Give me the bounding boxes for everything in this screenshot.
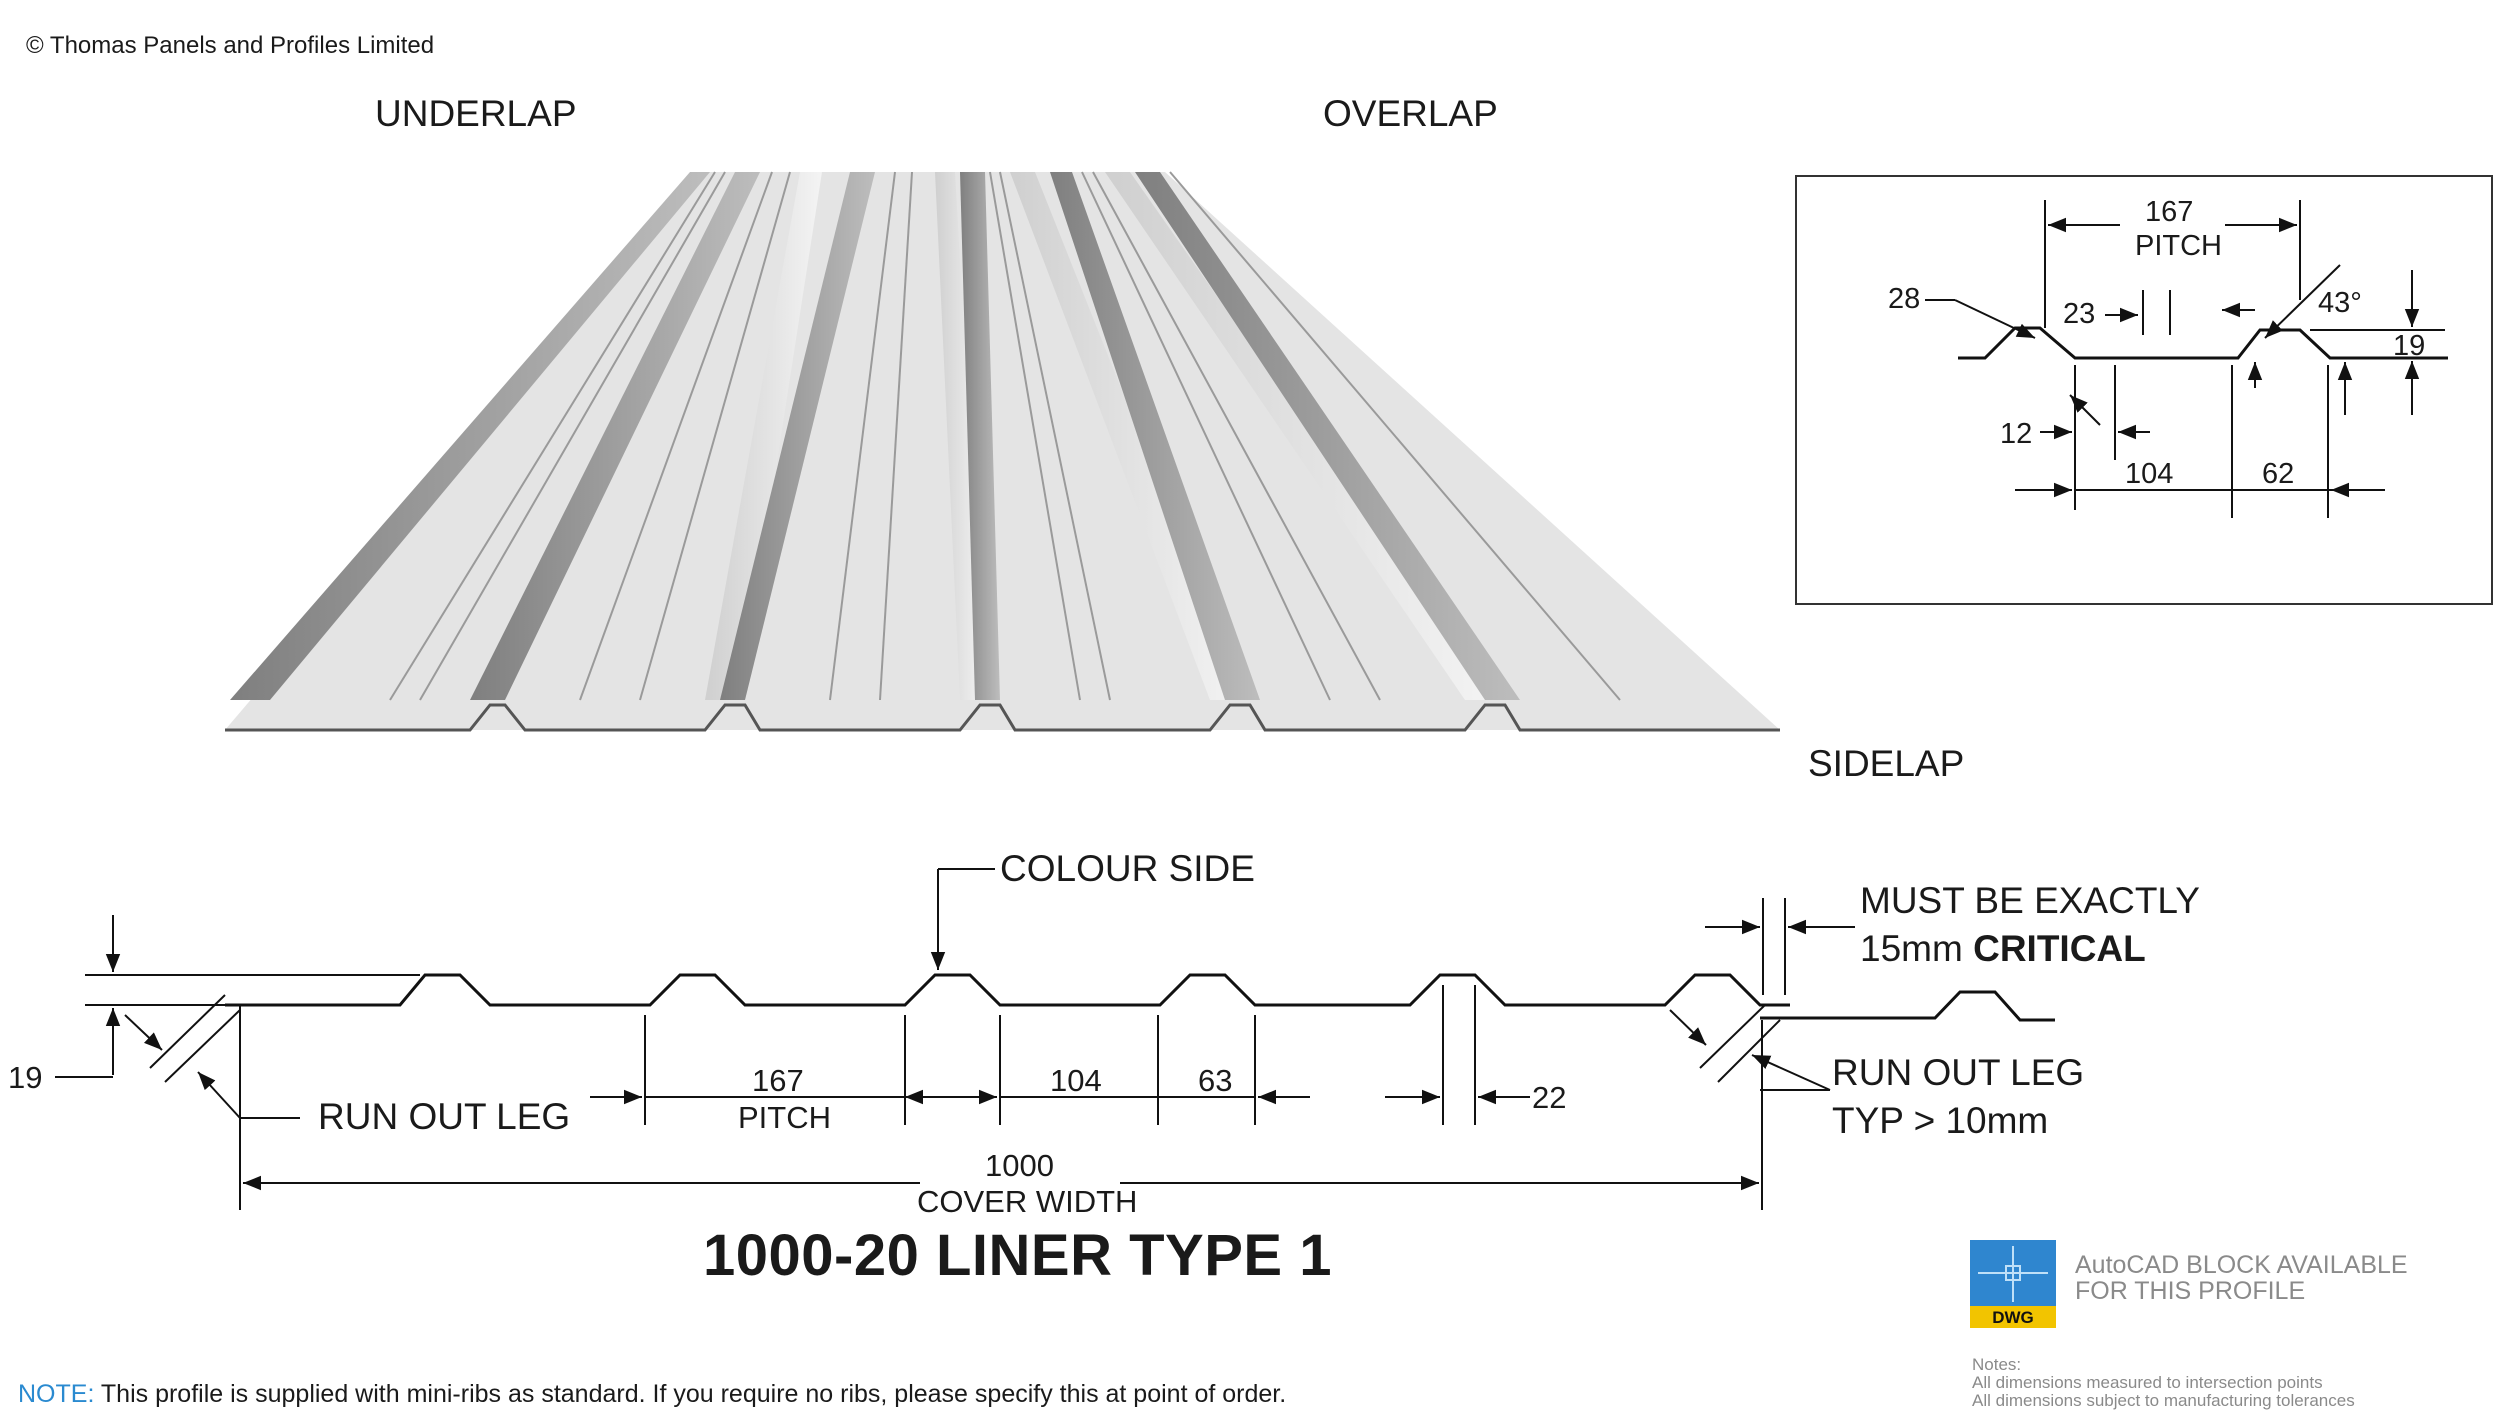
sidelap-label: SIDELAP [1808,743,1965,784]
inset-dimension-lines [1925,200,2445,518]
pitch-value: 167 [752,1063,804,1098]
note-text: This profile is supplied with mini-ribs … [94,1380,1287,1408]
copyright-text: © Thomas Panels and Profiles Limited [26,32,435,59]
inset-dimension-28: 28 [1888,283,1921,315]
inset-angle: 43° [2318,287,2362,319]
inset-pitch-label: PITCH [2135,230,2222,262]
height-dimension: 19 [8,1060,43,1095]
autocad-line-1: AutoCAD BLOCK AVAILABLE [2075,1251,2408,1279]
inset-detail-box [1795,175,2493,605]
typ-label: TYP > 10mm [1832,1100,2049,1141]
footer-note: NOTE: This profile is supplied with mini… [18,1380,1286,1409]
run-out-leg-right-label: RUN OUT LEG [1832,1052,2085,1093]
critical-text: CRITICAL [1973,928,2146,969]
rib-base-dimension: 63 [1198,1063,1233,1098]
cover-width-label: COVER WIDTH [917,1184,1138,1219]
run-out-leg-left-label: RUN OUT LEG [318,1096,571,1137]
pitch-label: PITCH [738,1100,831,1135]
inset-dimension-19: 19 [2393,330,2426,362]
inset-dimension-62: 62 [2262,458,2295,490]
overlap-label: OVERLAP [1323,93,1498,134]
notes-heading: Notes: [1972,1355,2022,1374]
autocad-block-text: AutoCAD BLOCK AVAILABLE FOR THIS PROFILE [2075,1252,2408,1304]
notes-block: Notes: All dimensions measured to inters… [1972,1356,2355,1410]
fifteen-mm-text: 15mm [1860,928,1963,969]
inset-dimension-23: 23 [2063,298,2096,330]
must-be-exactly-label: MUST BE EXACTLY [1860,880,2200,921]
section-dimension-lines [55,868,1855,1210]
inset-pitch-value: 167 [2145,196,2194,228]
inset-profile [1958,326,2448,360]
autocad-line-2: FOR THIS PROFILE [2075,1277,2306,1305]
notes-line-1: All dimensions measured to intersection … [1972,1373,2323,1392]
inset-dimension-104: 104 [2125,458,2174,490]
sheet-render [225,171,1780,732]
underlap-label: UNDERLAP [375,93,577,134]
notes-line-2: All dimensions subject to manufacturing … [1972,1391,2355,1410]
cross-section [225,973,2055,1022]
critical-dimension-label: 15mm CRITICAL [1860,928,2146,970]
note-label: NOTE: [18,1380,95,1408]
dwg-file-icon: DWG [1970,1240,2056,1328]
dwg-badge-text: DWG [1992,1308,2034,1327]
cover-width-value: 1000 [985,1148,1054,1183]
valley-dimension: 104 [1050,1063,1102,1098]
profile-title: 1000-20 LINER TYPE 1 [703,1223,1332,1288]
rib-top-dimension: 22 [1532,1080,1567,1115]
colour-side-label: COLOUR SIDE [1000,848,1255,889]
inset-dimension-12: 12 [2000,418,2033,450]
